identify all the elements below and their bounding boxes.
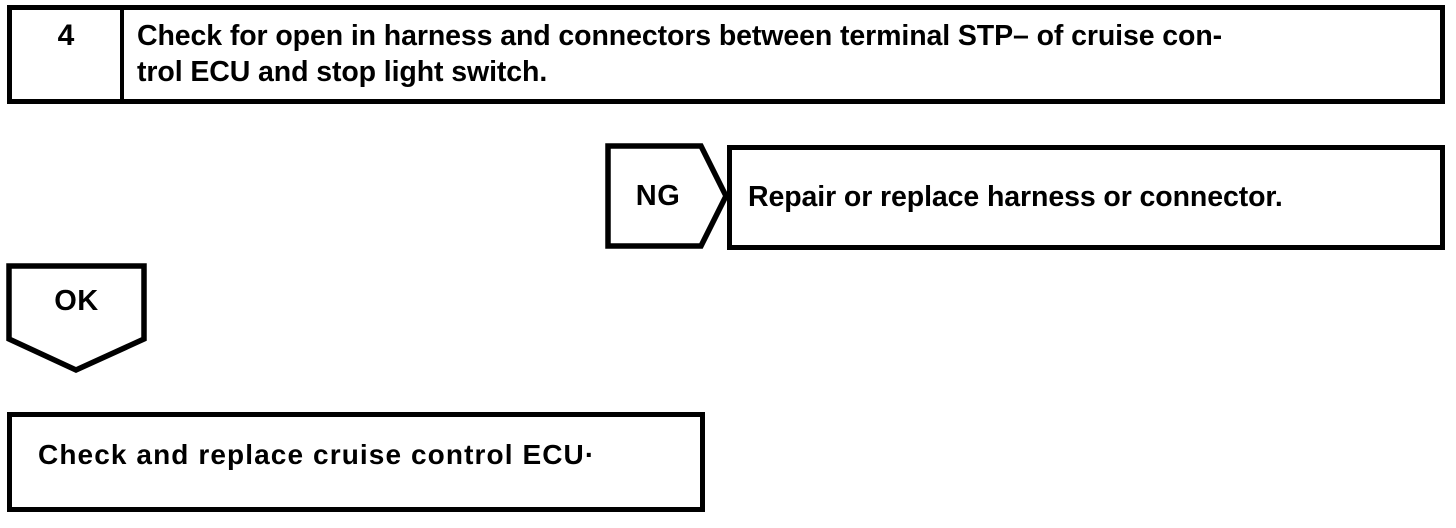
ng-outcome-text: Repair or replace harness or connector. bbox=[748, 181, 1283, 213]
ng-arrow-shape bbox=[605, 143, 729, 249]
step-instruction-cell: Check for open in harness and connectors… bbox=[124, 10, 1440, 99]
step-row: 4 Check for open in harness and connecto… bbox=[7, 5, 1445, 104]
step-instruction-text: Check for open in harness and connectors… bbox=[137, 20, 1223, 88]
step-number: 4 bbox=[57, 19, 75, 52]
step-number-cell: 4 bbox=[12, 10, 124, 99]
ok-outcome-text: Check and replace cruise control ECU· bbox=[38, 439, 596, 470]
ok-arrow-shape bbox=[6, 263, 147, 374]
ok-outcome-box: Check and replace cruise control ECU· bbox=[7, 412, 705, 512]
ng-branch-arrow bbox=[605, 143, 729, 249]
ok-branch-arrow bbox=[5, 262, 148, 374]
ng-outcome-box: Repair or replace harness or connector. bbox=[727, 145, 1445, 250]
